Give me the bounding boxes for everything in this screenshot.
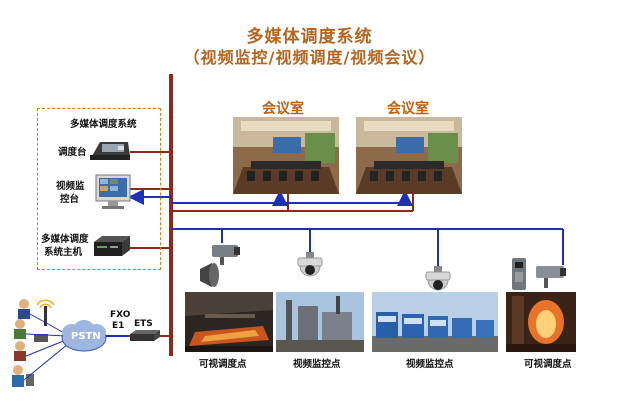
conference-room-label-1: 会议室 [262, 101, 304, 117]
bullet-camera-with-speaker-icon [200, 245, 240, 287]
console-label: 调度台 [58, 147, 87, 158]
site-photo-plant-1 [276, 292, 364, 352]
video-console-label-2: 控台 [60, 194, 80, 205]
video-monitor-icon [95, 174, 131, 209]
diagram-title: 多媒体调度系统 [246, 27, 373, 47]
dispatch-system-box [37, 108, 161, 270]
pstn-network-area [12, 299, 107, 387]
e1-label: E1 [112, 321, 125, 331]
dispatch-console-icon [90, 142, 130, 160]
ets-gateway-icon [130, 330, 160, 341]
intercom-and-camera-icon [512, 258, 566, 290]
site-photo-furnace [506, 292, 576, 352]
conference-room-label-2: 会议室 [387, 101, 429, 117]
conference-room-photo-2 [356, 117, 462, 194]
host-label-1: 多媒体调度 [41, 234, 89, 245]
site-photo-steel-mill-1 [185, 292, 273, 352]
dispatch-box-title: 多媒体调度系统 [70, 119, 137, 130]
ets-label: ETS [134, 319, 153, 329]
site-caption-2: 视频监控点 [293, 359, 341, 370]
conference-room-photo-1 [233, 117, 339, 194]
video-console-label-1: 视频监 [56, 181, 85, 192]
fxo-label: FXO [110, 310, 131, 320]
site-caption-3: 视频监控点 [406, 359, 454, 370]
pstn-label: PSTN [71, 331, 101, 342]
server-host-icon [94, 236, 130, 256]
ptz-dome-camera-icon-1 [297, 252, 323, 277]
host-label-2: 系统主机 [44, 247, 83, 258]
site-caption-4: 可视调度点 [524, 359, 572, 370]
site-photo-trucks [372, 292, 498, 352]
diagram-subtitle: （视频监控/视频调度/视频会议） [183, 48, 436, 67]
site-caption-1: 可视调度点 [199, 359, 247, 370]
ptz-dome-camera-icon-2 [425, 266, 451, 291]
